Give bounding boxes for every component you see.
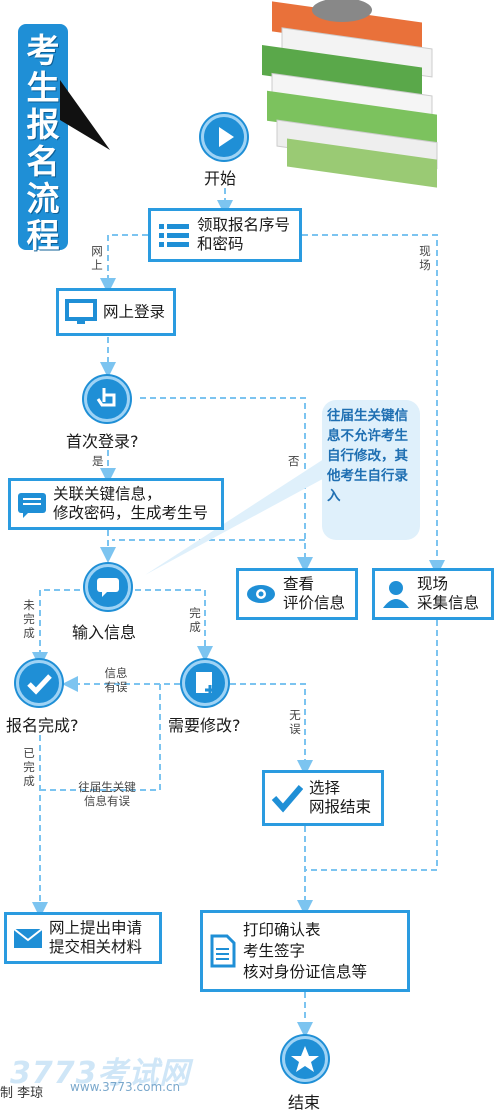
link-info-node: 关联关键信息， 修改密码，生成考生号 [8,478,224,530]
hand-pointer-icon [84,376,130,422]
edge-label-online: 网上 [91,244,103,272]
check-icon [271,785,303,813]
print-confirm-node: 打印确认表 考生签字 核对身份证信息等 [200,910,410,992]
edge-label-no: 否 [288,454,300,468]
first-login-label: 首次登录? [66,432,139,451]
end-label: 结束 [288,1093,321,1112]
speech-bubble-icon [85,564,131,610]
onsite-collect-label: 现场 采集信息 [417,575,480,612]
play-icon [201,114,247,160]
edge-label-no-error: 无误 [289,708,301,736]
watermark: 3773考试网 [10,1056,191,1091]
edge-label-completed: 已完成 [23,746,35,788]
envelope-icon [13,928,43,948]
edge-label-done-input: 完成 [189,606,201,634]
view-eval-node: 查看 评价信息 [236,568,358,620]
edge-label-onsite: 现场 [419,244,431,272]
print-confirm-label: 打印确认表 考生签字 核对身份证信息等 [243,920,368,981]
select-done-label: 选择 网报结束 [309,779,372,816]
document-plus-icon [182,660,228,706]
books-illustration-icon [262,0,438,188]
link-info-label: 关联关键信息， 修改密码，生成考生号 [53,485,209,522]
reg-done-label: 报名完成? [6,716,79,735]
title-pointer-icon [60,80,110,150]
get-code-node: 领取报名序号 和密码 [148,208,302,262]
online-login-label: 网上登录 [103,302,166,321]
star-icon [282,1036,328,1082]
edge-label-grad-error: 往届生关键 信息有误 [78,780,136,808]
need-modify-label: 需要修改? [168,716,241,735]
person-icon [383,581,409,608]
get-code-label: 领取报名序号 和密码 [197,216,291,253]
monitor-icon [65,299,97,324]
list-icon [159,224,189,247]
input-info-label: 输入信息 [72,623,137,642]
submit-online-node: 网上提出申请 提交相关材料 [4,912,162,964]
callout-note: 往届生关键信息不允许考生自行修改，其他考生自行录入 [322,400,420,540]
select-done-node: 选择 网报结束 [262,770,384,826]
submit-online-label: 网上提出申请 提交相关材料 [49,919,143,956]
chat-icon [18,493,46,518]
view-eval-label: 查看 评价信息 [283,575,346,612]
callout-pointer [145,455,330,575]
watermark-url: www.3773.com.cn [70,1080,181,1094]
edge-label-info-error: 信息 有误 [104,666,128,694]
edge-label-not-done: 未完成 [23,598,35,640]
online-login-node: 网上登录 [56,288,176,336]
page-title: 考生报名流程 [18,24,68,254]
edge-label-yes: 是 [92,454,104,468]
check-icon [16,660,62,706]
eye-icon [247,585,275,603]
credit: 制 李琼 [0,1086,44,1101]
onsite-collect-node: 现场 采集信息 [372,568,494,620]
document-icon [210,934,236,968]
start-label: 开始 [204,169,237,188]
